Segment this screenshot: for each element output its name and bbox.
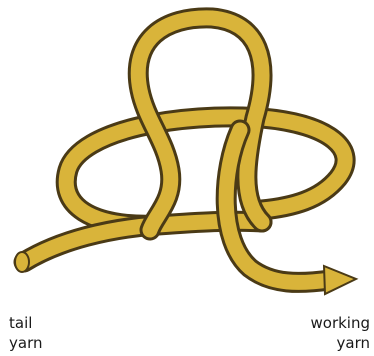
arrowhead-icon bbox=[324, 266, 356, 294]
horizontal-loop bbox=[66, 117, 345, 225]
working-label-line2: yarn bbox=[311, 333, 371, 353]
tail-end-cut bbox=[15, 252, 29, 272]
tail-yarn-label: tail yarn bbox=[9, 313, 42, 353]
working-yarn-label: working yarn bbox=[311, 313, 371, 353]
tail-label-line1: tail bbox=[9, 313, 42, 333]
working-label-line1: working bbox=[311, 313, 371, 333]
tail-label-line2: yarn bbox=[9, 333, 42, 353]
